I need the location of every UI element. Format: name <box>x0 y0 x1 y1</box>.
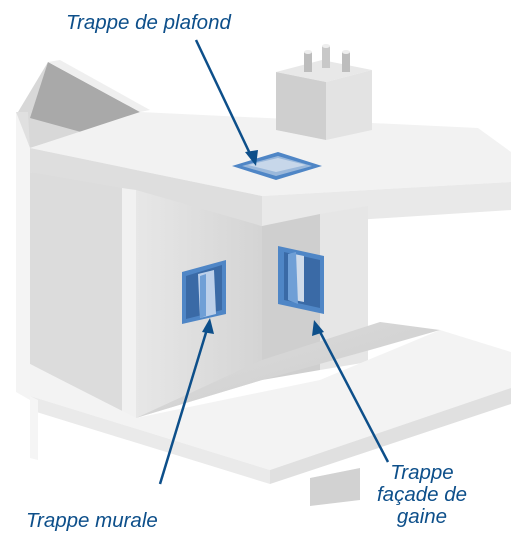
ceiling-hatch-icon <box>232 152 322 180</box>
arrowhead-gaine <box>312 320 324 336</box>
label-gaine-line-1: Trappe <box>390 461 454 484</box>
roof <box>18 60 150 148</box>
label-trappe-de-plafond: Trappe de plafond <box>66 11 231 34</box>
chimney <box>276 44 372 140</box>
label-trappe-facade-de-gaine: Trappe façade de gaine <box>346 462 498 528</box>
wall-hatch-icon <box>182 260 226 324</box>
leader-arrowheads <box>202 150 324 336</box>
shaft-hatch-icon <box>278 246 324 314</box>
label-trappe-murale: Trappe murale <box>26 509 158 532</box>
chimney-pipe-2 <box>322 46 330 68</box>
arrowhead-plafond <box>245 150 258 166</box>
leader-line-gaine <box>316 327 390 463</box>
chimney-pipe-1 <box>304 52 312 72</box>
left-wall <box>16 112 30 400</box>
label-gaine-line-2: façade de <box>376 483 468 506</box>
chimney-pipe-3 <box>342 52 350 72</box>
floor-slab <box>30 322 511 506</box>
leader-lines <box>158 39 390 485</box>
arrowhead-murale <box>202 318 214 334</box>
leader-line-murale <box>158 325 210 485</box>
leader-line-plafond <box>194 39 254 159</box>
ceiling-slab <box>30 112 511 226</box>
label-gaine-line-3: gaine <box>396 505 448 528</box>
